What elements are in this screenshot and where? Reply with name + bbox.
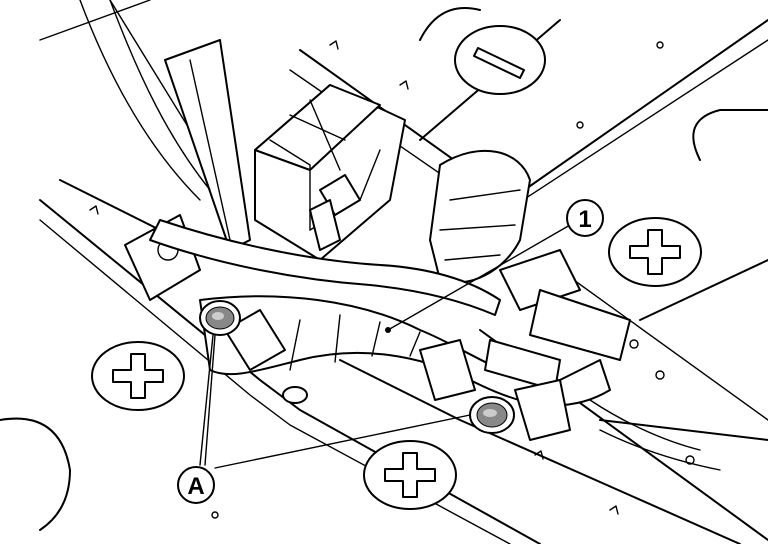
fuse-block	[254, 84, 406, 261]
fastener-marks	[89, 40, 664, 519]
harness-connectors	[484, 249, 721, 471]
plus-terminal-mark-right	[608, 217, 702, 287]
plus-terminal-mark-left	[91, 341, 185, 411]
lower-brackets	[224, 309, 571, 441]
callout-1: 1	[566, 199, 604, 237]
callout-a-label: A	[187, 473, 204, 500]
plus-terminal-mark-bottom	[363, 440, 457, 510]
main-harness	[79, 0, 611, 407]
callout-1-label: 1	[578, 206, 591, 233]
minus-terminal-mark	[454, 25, 546, 95]
clip-upper-left	[199, 300, 241, 336]
callout-a: A	[177, 466, 215, 504]
background-arcs	[0, 7, 768, 531]
clip-lower-right	[469, 396, 515, 434]
leader-lines	[199, 224, 571, 469]
